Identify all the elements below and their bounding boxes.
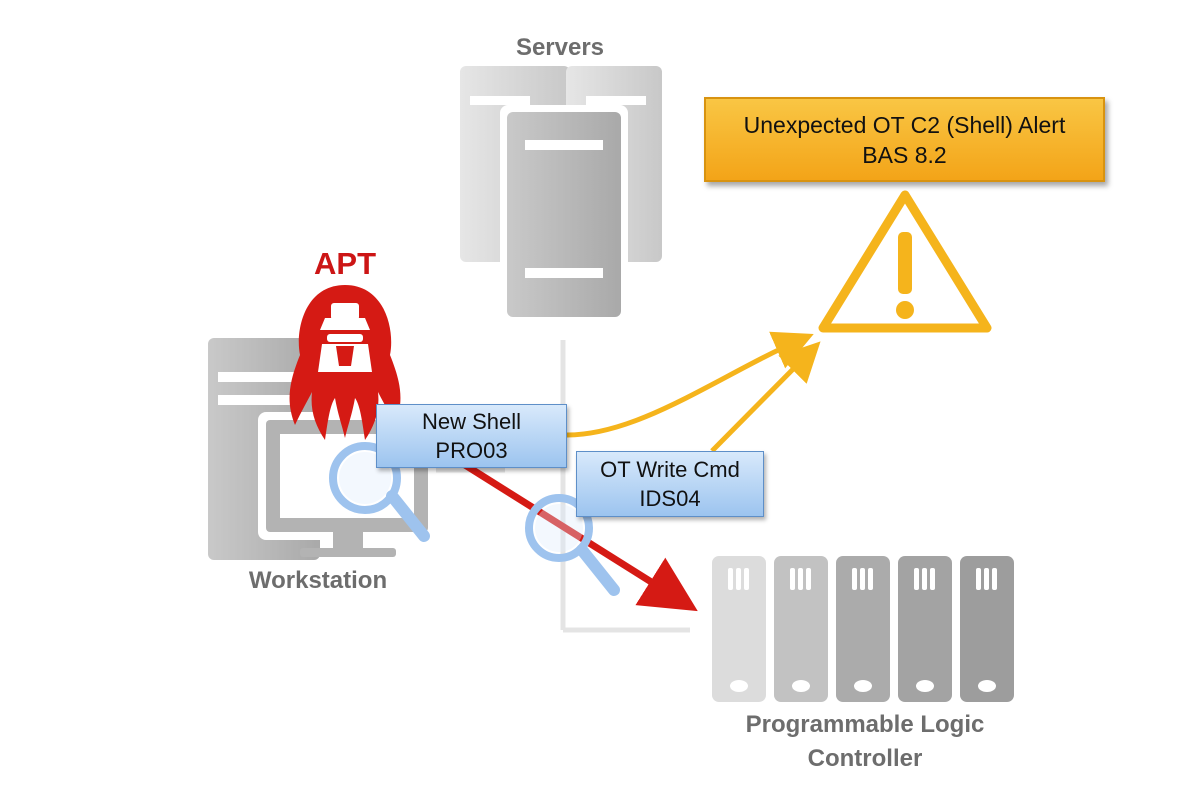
detection-id: IDS04 xyxy=(639,486,701,511)
plc-module xyxy=(774,556,828,702)
detection-title: OT Write Cmd xyxy=(600,457,740,482)
detection-box-ot-write: OT Write Cmd IDS04 xyxy=(576,451,764,517)
plc-module-icon xyxy=(712,556,1014,702)
workstation-label: Workstation xyxy=(248,567,388,594)
alert-box: Unexpected OT C2 (Shell) Alert BAS 8.2 xyxy=(704,97,1105,182)
apt-label: APT xyxy=(314,246,376,281)
plc-label: Programmable Logic Controller xyxy=(690,708,1040,776)
plc-module xyxy=(898,556,952,702)
detection-box-new-shell: New Shell PRO03 xyxy=(376,404,567,468)
alert-id: BAS 8.2 xyxy=(862,141,947,168)
attack-arrow xyxy=(436,445,698,612)
plc-label-line1: Programmable Logic xyxy=(745,711,985,738)
hooded-hacker-icon xyxy=(289,285,401,440)
alert-title: Unexpected OT C2 (Shell) Alert xyxy=(743,111,1066,138)
magnifier-icon xyxy=(525,494,620,596)
escalation-arrow-shell xyxy=(566,331,814,438)
plc-label-line2: Controller xyxy=(807,745,923,772)
server-rack-icon xyxy=(460,66,662,317)
escalation-arrow-otwrite xyxy=(710,341,821,453)
detection-id: PRO03 xyxy=(435,438,508,463)
detection-title: New Shell xyxy=(421,409,522,434)
servers-label: Servers xyxy=(515,34,605,61)
plc-module xyxy=(960,556,1014,702)
plc-module xyxy=(836,556,890,702)
plc-module xyxy=(712,556,766,702)
warning-triangle-icon xyxy=(818,190,992,333)
